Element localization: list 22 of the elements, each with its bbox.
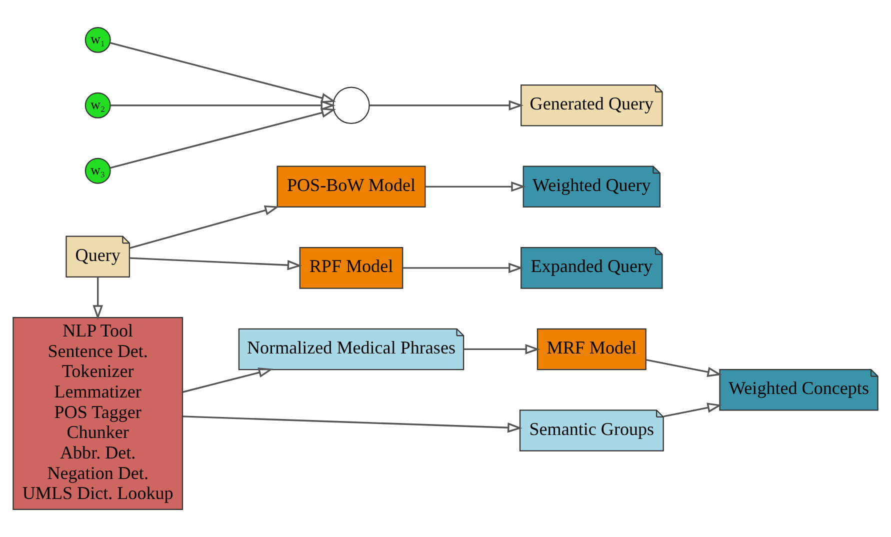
arrow bbox=[182, 416, 522, 433]
arrow bbox=[110, 100, 336, 111]
arrow bbox=[402, 262, 524, 274]
arrow bbox=[464, 344, 540, 354]
arrow bbox=[646, 358, 722, 378]
node-box: POS-BoW Model bbox=[276, 166, 426, 208]
arrow bbox=[130, 257, 302, 270]
node-circle: w₁ bbox=[84, 26, 111, 53]
arrow bbox=[92, 277, 103, 320]
node-box: MRF Model bbox=[536, 328, 646, 370]
arrow bbox=[130, 205, 280, 249]
node-box: RPF Model bbox=[299, 247, 404, 289]
arrow bbox=[182, 368, 274, 393]
node-circle: w₃ bbox=[84, 158, 111, 184]
arrow bbox=[663, 402, 722, 418]
arrow bbox=[110, 108, 336, 169]
node-circle: w₂ bbox=[84, 92, 111, 118]
node-circle bbox=[332, 86, 370, 124]
arrow bbox=[425, 182, 526, 192]
arrow bbox=[110, 42, 336, 103]
node-box: NLP Tool Sentence Det. Tokenizer Lemmatizer POS Tagger Chunker Abbr. Det. Negation Det. UMLS Dict. Lookup bbox=[12, 317, 184, 510]
arrow bbox=[370, 100, 524, 111]
